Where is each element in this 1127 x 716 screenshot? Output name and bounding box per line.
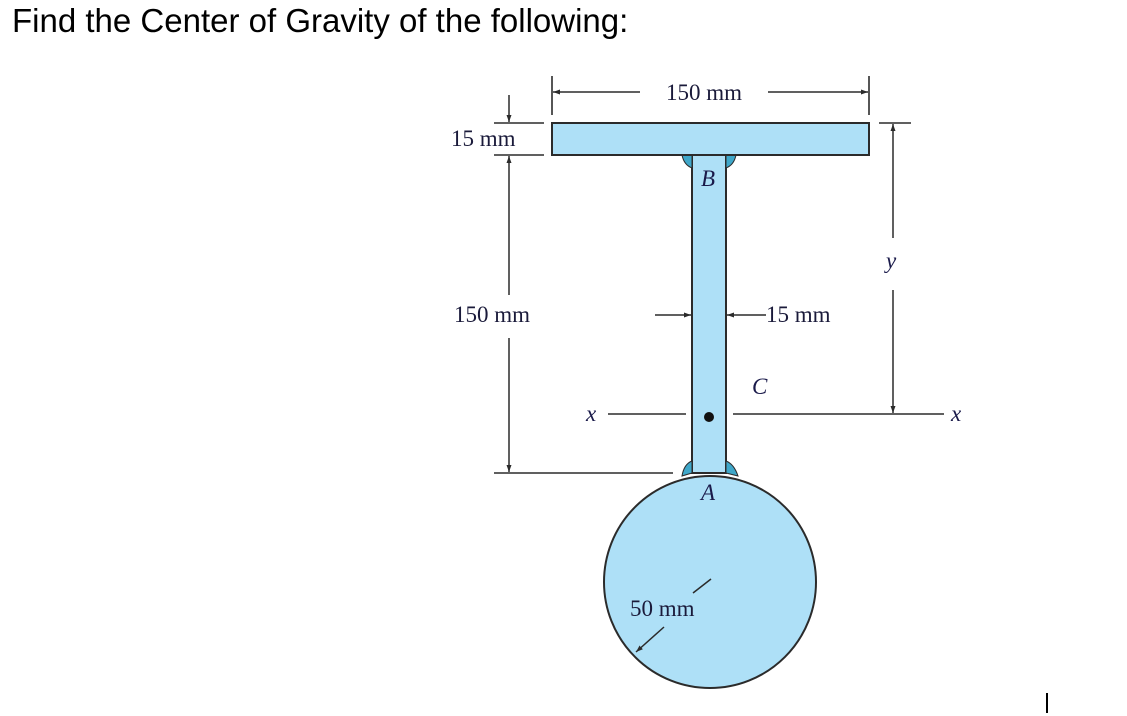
weld-a-right xyxy=(725,460,739,477)
web-thickness-dimension: 15 mm xyxy=(655,302,831,327)
y-dimension: y xyxy=(879,122,911,413)
point-a-label: A xyxy=(699,480,716,505)
point-b-label: B xyxy=(701,166,715,191)
x-axis: x x xyxy=(585,401,962,426)
web-length-label: 150 mm xyxy=(454,302,530,327)
web-length-dimension: 150 mm xyxy=(454,156,673,474)
weld-b-right xyxy=(725,154,737,169)
centroid-dot xyxy=(704,412,714,422)
radius-label: 50 mm xyxy=(630,596,695,621)
web-thickness-label: 15 mm xyxy=(766,302,831,327)
weld-b-left xyxy=(681,154,693,169)
vertical-web xyxy=(691,154,727,474)
radius-dimension: 50 mm xyxy=(630,578,712,653)
text-cursor xyxy=(1046,693,1048,713)
point-c-label: C xyxy=(752,374,768,399)
flange-thickness-label: 15 mm xyxy=(451,126,516,151)
problem-title: Find the Center of Gravity of the follow… xyxy=(12,2,629,39)
top-flange xyxy=(551,122,870,156)
y-dimension-label: y xyxy=(884,248,897,273)
flange-width-dimension: 150 mm xyxy=(551,76,870,115)
circular-disk xyxy=(603,475,817,689)
flange-thickness-dimension: 15 mm xyxy=(451,95,544,156)
x-axis-label-left: x xyxy=(585,401,597,426)
flange-width-label: 150 mm xyxy=(666,80,742,105)
weld-a-left xyxy=(681,460,693,477)
x-axis-label-right: x xyxy=(950,401,962,426)
